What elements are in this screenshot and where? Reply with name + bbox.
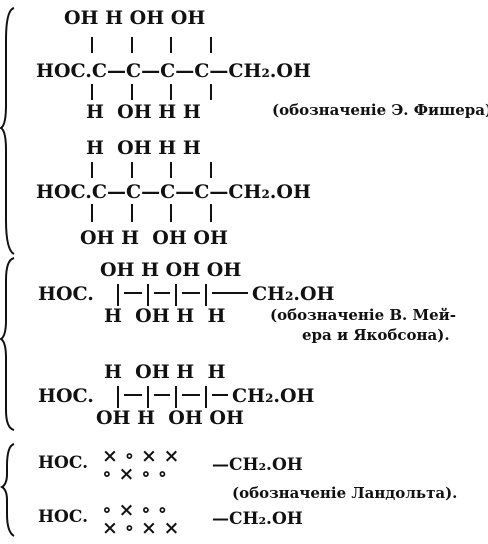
brace-group-3 — [0, 443, 15, 537]
f3-skeleton-bonds — [117, 284, 248, 306]
f3-prefix: HOC. — [38, 283, 94, 305]
f3-bottom-substituents: H OH H H — [104, 305, 225, 327]
f1-note: (обозначеніе Э. Фишера). — [272, 101, 488, 119]
f4-top-substituents: H OH H H — [104, 361, 225, 383]
f5-prefix: HOC. — [38, 453, 88, 473]
f1-vertical-bonds — [91, 37, 212, 100]
f3-tail: CH₂.OH — [252, 283, 335, 305]
f6-note: (обозначеніе Ландольта). — [232, 484, 457, 502]
f6-bottom-marks: × ∘ × × — [102, 517, 179, 539]
f1-bottom-substituents: H OH H H — [86, 101, 201, 123]
f4-skeleton-bonds — [117, 386, 228, 408]
f6-tail: —CH₂.OH — [212, 509, 303, 529]
f2-top-substituents: H OH H H — [86, 137, 201, 159]
f2-bottom-substituents: OH H OH OH — [80, 227, 228, 249]
f4-bottom-substituents: OH H OH OH — [96, 407, 244, 429]
f3-note-line1: (обозначеніе В. Мей- — [270, 306, 456, 324]
f4-prefix: HOC. — [38, 385, 94, 407]
f4-tail: CH₂.OH — [232, 385, 315, 407]
f6-top-marks: ∘ × ∘ ∘ — [102, 499, 167, 521]
f1-main-chain: HOC.C—C—C—C—CH₂.OH — [36, 60, 311, 82]
f2-vertical-bonds — [91, 162, 212, 222]
f6-prefix: HOC. — [38, 507, 88, 527]
brace-group-1 — [0, 7, 15, 255]
f3-top-substituents: OH H OH OH — [100, 259, 241, 281]
f3-note-line2: ера и Якобсона). — [302, 326, 450, 344]
f2-main-chain: HOC.C—C—C—C—CH₂.OH — [36, 181, 311, 203]
f1-top-substituents: OH H OH OH — [64, 7, 205, 29]
f5-bottom-marks: ∘ × ∘ ∘ — [102, 463, 167, 485]
brace-group-2 — [0, 257, 15, 431]
f5-top-marks: × ∘ × × — [102, 445, 179, 467]
f5-tail: —CH₂.OH — [212, 455, 303, 475]
